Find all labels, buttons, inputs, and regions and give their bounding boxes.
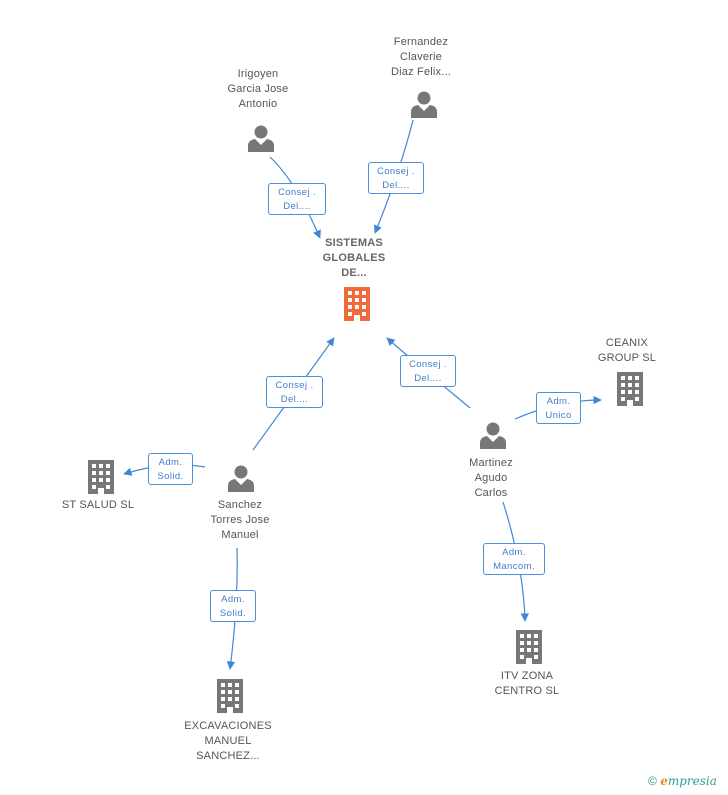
node-label-ceanix[interactable]: CEANIX GROUP SL — [597, 337, 657, 364]
person-icon-fernandez[interactable] — [411, 91, 437, 119]
empresia-logo-e: e — [660, 774, 668, 788]
edge-label-irigoyen-center[interactable]: Consej . Del.... — [268, 183, 326, 215]
person-icon-sanchez[interactable] — [228, 465, 254, 493]
building-icon-excavaciones[interactable] — [217, 679, 243, 713]
node-label-center[interactable]: SISTEMAS GLOBALES DE... — [322, 237, 386, 279]
person-icon-martinez[interactable] — [480, 422, 506, 450]
edge-label-sanchez-stsalud[interactable]: Adm. Solid. — [148, 453, 193, 485]
edge-label-sanchez-center[interactable]: Consej . Del.... — [266, 376, 323, 408]
node-label-sanchez[interactable]: Sanchez Torres Jose Manuel — [210, 499, 270, 541]
node-label-itv[interactable]: ITV ZONA CENTRO SL — [494, 670, 560, 697]
node-label-irigoyen[interactable]: Irigoyen Garcia Jose Antonio — [227, 68, 289, 110]
edge-label-martinez-itv[interactable]: Adm. Mancom. — [483, 543, 545, 575]
edges — [123, 119, 602, 670]
empresia-credit[interactable]: © empresia — [648, 774, 717, 788]
person-icon-irigoyen[interactable] — [248, 125, 274, 153]
node-label-stsalud[interactable]: ST SALUD SL — [61, 499, 135, 511]
node-label-fernandez[interactable]: Fernandez Claverie Diaz Felix... — [390, 36, 452, 78]
building-icon-stsalud[interactable] — [88, 460, 114, 494]
empresia-logo-text: mpresia — [667, 774, 717, 788]
node-label-excavaciones[interactable]: EXCAVACIONES MANUEL SANCHEZ... — [184, 720, 272, 762]
building-icon-ceanix[interactable] — [617, 372, 643, 406]
edge-label-martinez-center[interactable]: Consej . Del.... — [400, 355, 456, 387]
building-icon-itv[interactable] — [516, 630, 542, 664]
edge-label-sanchez-excavaciones[interactable]: Adm. Solid. — [210, 590, 256, 622]
copyright-icon: © — [648, 774, 657, 788]
node-label-martinez[interactable]: Martinez Agudo Carlos — [469, 457, 513, 499]
edge-label-fernandez-center[interactable]: Consej . Del.... — [368, 162, 424, 194]
edge-label-martinez-ceanix[interactable]: Adm. Unico — [536, 392, 581, 424]
building-icon-center[interactable] — [344, 287, 370, 321]
